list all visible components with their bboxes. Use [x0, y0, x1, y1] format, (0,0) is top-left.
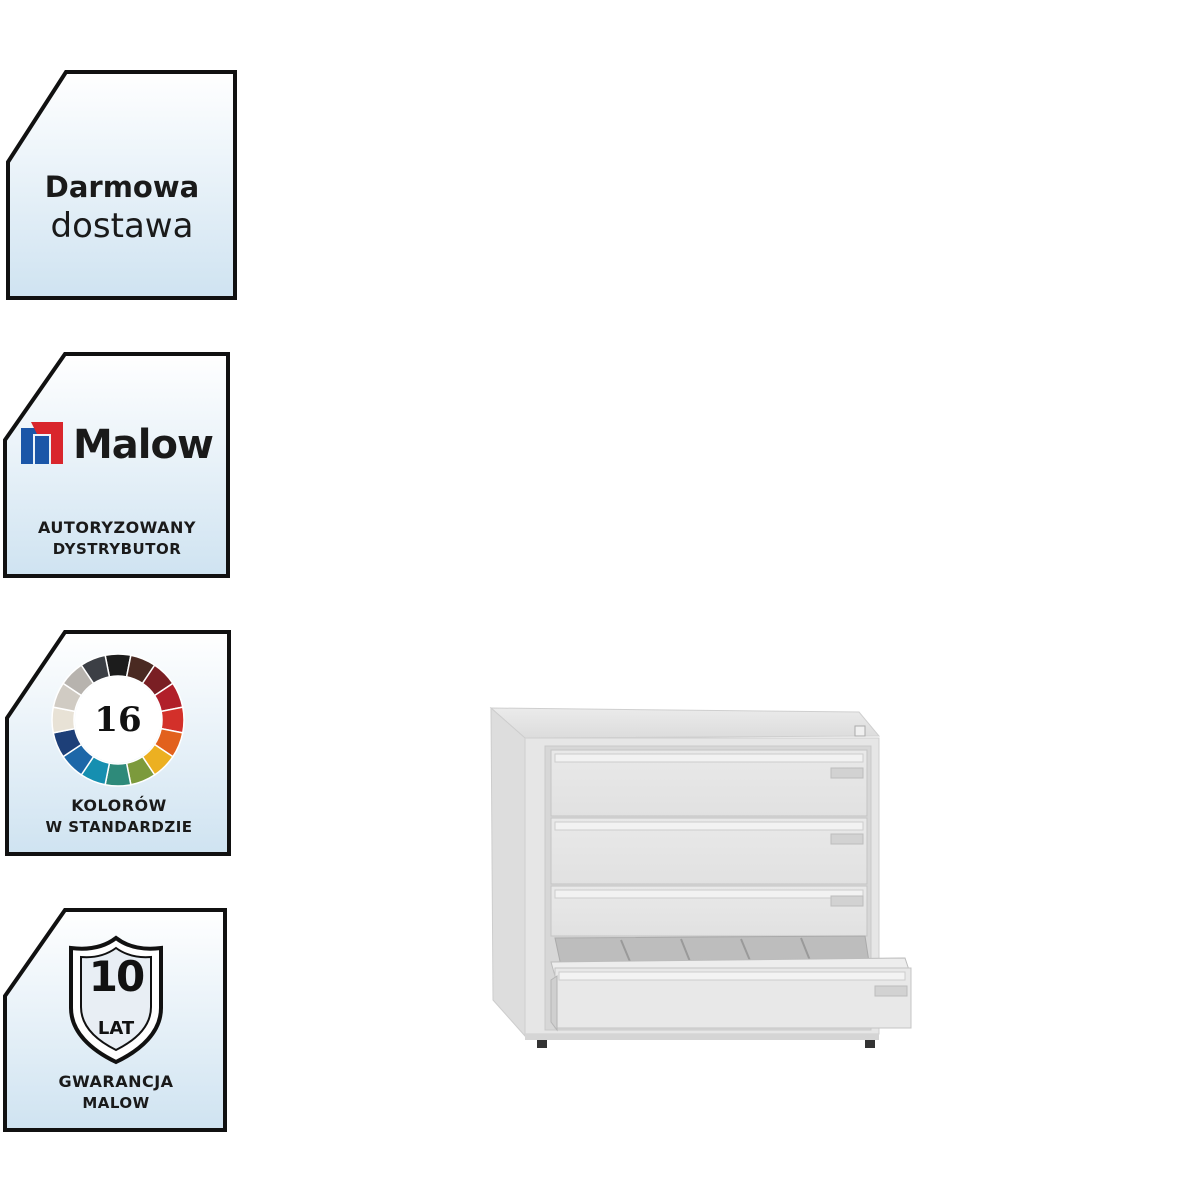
lock-icon	[854, 725, 866, 737]
drawer-label-holder	[830, 767, 864, 779]
badge-frame	[3, 352, 230, 578]
distributor-line1: AUTORYZOWANY	[38, 518, 196, 537]
drawer-label-holder	[830, 895, 864, 907]
drawer-cabinet-image	[489, 706, 912, 1048]
colors-line2: W STANDARDZIE	[45, 818, 193, 836]
color-swatch	[80, 654, 111, 685]
authorized-distributor-badge: Malow AUTORYZOWANY DYSTRYBUTOR	[3, 352, 231, 580]
warranty-unit: LAT	[97, 1018, 135, 1039]
colors-badge: 16 KOLORÓW W STANDARDZIE	[5, 630, 233, 858]
warranty-years: 10	[88, 952, 145, 1001]
color-wheel-center	[75, 677, 161, 763]
shield-icon	[69, 935, 163, 1065]
malow-logo-icon	[21, 422, 63, 464]
warranty-line1: GWARANCJA	[58, 1072, 174, 1091]
colors-number: 16	[94, 700, 142, 740]
warranty-badge: 10 LAT GWARANCJA MALOW	[3, 908, 229, 1134]
color-wheel-icon	[51, 653, 185, 787]
delivery-line2: dostawa	[50, 206, 194, 246]
warranty-line2: MALOW	[82, 1094, 150, 1112]
brand-name: Malow	[73, 422, 214, 468]
foot	[537, 1040, 547, 1048]
colors-line1: KOLORÓW	[71, 796, 167, 815]
free-delivery-badge: Darmowa dostawa	[6, 70, 238, 302]
badge-frame	[6, 70, 237, 300]
drawer-3	[550, 885, 868, 937]
drawer-label-holder	[874, 985, 908, 997]
drawer-2	[550, 817, 868, 885]
distributor-line2: DYSTRYBUTOR	[52, 540, 182, 558]
drawer-1	[550, 749, 868, 817]
foot	[865, 1040, 875, 1048]
drawer-4-open	[550, 935, 912, 1032]
drawer-label-holder	[830, 833, 864, 845]
delivery-line1: Darmowa	[44, 170, 200, 204]
